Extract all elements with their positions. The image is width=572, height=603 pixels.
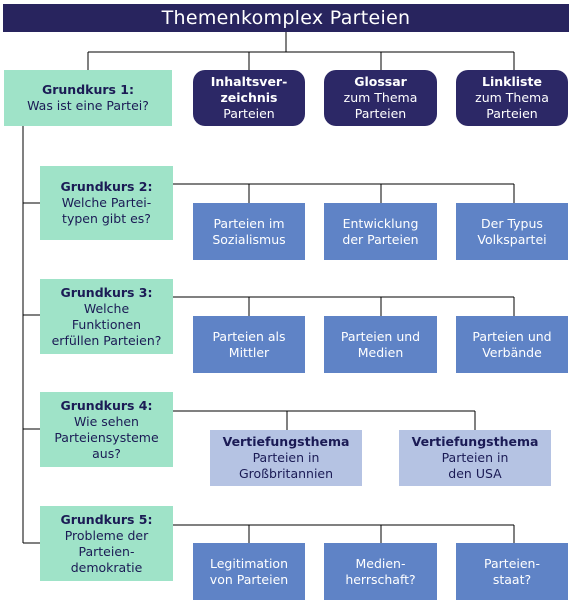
nav-inhaltsverzeichnis-title: Inhaltsver- zeichnis	[210, 74, 288, 105]
nav-linkliste-button[interactable]: Linkliste zum Thema Parteien	[456, 70, 568, 126]
course-3-text: Welche Funktionen erfüllen Parteien?	[51, 300, 162, 348]
topic-entwicklung-der-parteien[interactable]: Entwicklung der Parteien	[324, 203, 437, 260]
topic-label: Der Typus Volkspartei	[477, 215, 547, 247]
topic-label: Entwicklung der Parteien	[342, 215, 419, 247]
topic-label: Parteien- staat?	[484, 555, 540, 587]
topic-label: Parteien und Verbände	[472, 328, 552, 360]
topic-label: Parteien und Medien	[340, 328, 421, 360]
page-title: Themenkomplex Parteien	[3, 4, 569, 32]
vertiefung-usa[interactable]: Vertiefungsthema Parteien in den USA	[399, 430, 551, 486]
topic-parteien-und-medien[interactable]: Parteien und Medien	[324, 316, 437, 373]
course-3-title: Grundkurs 3:	[60, 284, 153, 300]
nav-glossar-title: Glossar	[354, 74, 407, 89]
topic-legitimation-von-parteien[interactable]: Legitimation von Parteien	[193, 543, 305, 600]
vertiefung-text: Parteien in den USA	[441, 450, 509, 481]
topic-parteien-im-sozialismus[interactable]: Parteien im Sozialismus	[193, 203, 305, 260]
course-5-title: Grundkurs 5:	[60, 511, 153, 527]
topic-parteienstaat[interactable]: Parteien- staat?	[456, 543, 568, 600]
topic-label: Medien- herrschaft?	[345, 555, 416, 587]
nav-inhaltsverzeichnis-button[interactable]: Inhaltsver- zeichnis Parteien	[193, 70, 305, 126]
course-1-text: Was ist eine Partei?	[27, 98, 149, 113]
course-4-box[interactable]: Grundkurs 4: Wie sehen Parteiensysteme a…	[40, 392, 173, 467]
topic-medienherrschaft[interactable]: Medien- herrschaft?	[324, 543, 437, 600]
topic-label: Legitimation von Parteien	[209, 555, 289, 587]
topic-label: Parteien als Mittler	[212, 328, 286, 360]
course-1-title: Grundkurs 1:	[41, 82, 135, 97]
vertiefung-title: Vertiefungsthema	[222, 434, 350, 449]
nav-linkliste-sub: zum Thema Parteien	[475, 90, 549, 121]
course-3-box[interactable]: Grundkurs 3: Welche Funktionen erfüllen …	[40, 279, 173, 354]
course-5-box[interactable]: Grundkurs 5: Probleme der Parteien- demo…	[40, 506, 173, 581]
course-2-title: Grundkurs 2:	[60, 179, 153, 194]
course-4-text: Wie sehen Parteiensysteme aus?	[54, 413, 159, 461]
topic-parteien-und-verbaende[interactable]: Parteien und Verbände	[456, 316, 568, 373]
page-title-text: Themenkomplex Parteien	[161, 7, 411, 29]
nav-linkliste-title: Linkliste	[482, 74, 542, 89]
topic-label: Parteien im Sozialismus	[212, 215, 286, 247]
vertiefung-title: Vertiefungsthema	[411, 434, 539, 449]
nav-inhaltsverzeichnis-sub: Parteien	[223, 106, 275, 121]
topic-parteien-als-mittler[interactable]: Parteien als Mittler	[193, 316, 305, 373]
vertiefung-grossbritannien[interactable]: Vertiefungsthema Parteien in Großbritann…	[210, 430, 362, 486]
course-2-text: Welche Partei- typen gibt es?	[61, 195, 152, 226]
course-5-text: Probleme der Parteien- demokratie	[64, 527, 149, 575]
vertiefung-text: Parteien in Großbritannien	[238, 450, 334, 481]
course-1-box[interactable]: Grundkurs 1: Was ist eine Partei?	[4, 70, 172, 126]
nav-glossar-button[interactable]: Glossar zum Thema Parteien	[324, 70, 437, 126]
course-2-box[interactable]: Grundkurs 2: Welche Partei- typen gibt e…	[40, 166, 173, 240]
topic-typus-volkspartei[interactable]: Der Typus Volkspartei	[456, 203, 568, 260]
nav-glossar-sub: zum Thema Parteien	[343, 90, 418, 121]
course-4-title: Grundkurs 4:	[60, 397, 153, 413]
